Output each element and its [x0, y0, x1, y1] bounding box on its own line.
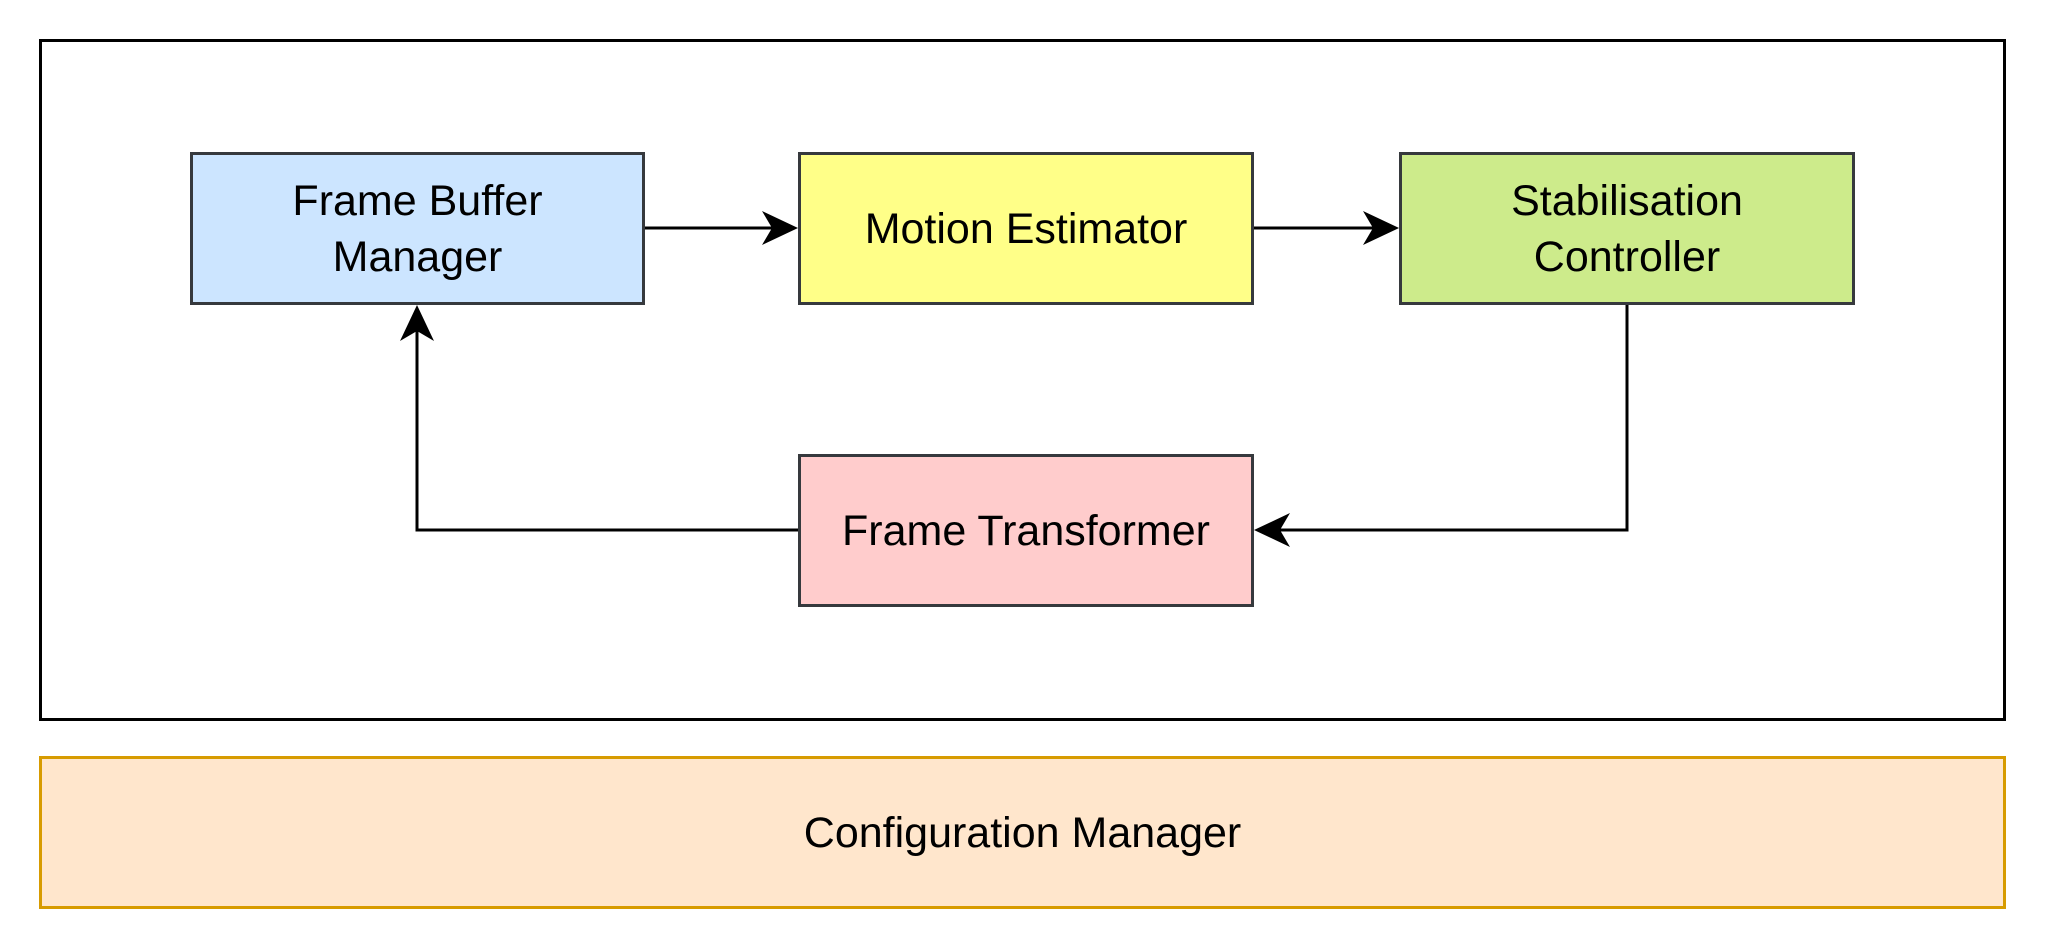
stabilisation-controller-node[interactable]: Stabilisation Controller [1399, 152, 1855, 305]
motion-estimator-label: Motion Estimator [864, 204, 1188, 253]
frame-transformer-label: Frame Transformer [842, 506, 1210, 555]
motion-estimator-node[interactable]: Motion Estimator [798, 152, 1254, 305]
frame-buffer-manager-node[interactable]: Frame Buffer Manager [190, 152, 645, 305]
frame-transformer-node[interactable]: Frame Transformer [798, 454, 1254, 607]
configuration-manager-node[interactable]: Configuration Manager [39, 756, 2006, 909]
configuration-manager-label: Configuration Manager [803, 808, 1242, 857]
frame-buffer-manager-label: Frame Buffer Manager [292, 176, 543, 281]
system-boundary-frame [39, 39, 2006, 721]
stabilisation-controller-label: Stabilisation Controller [1511, 176, 1743, 281]
